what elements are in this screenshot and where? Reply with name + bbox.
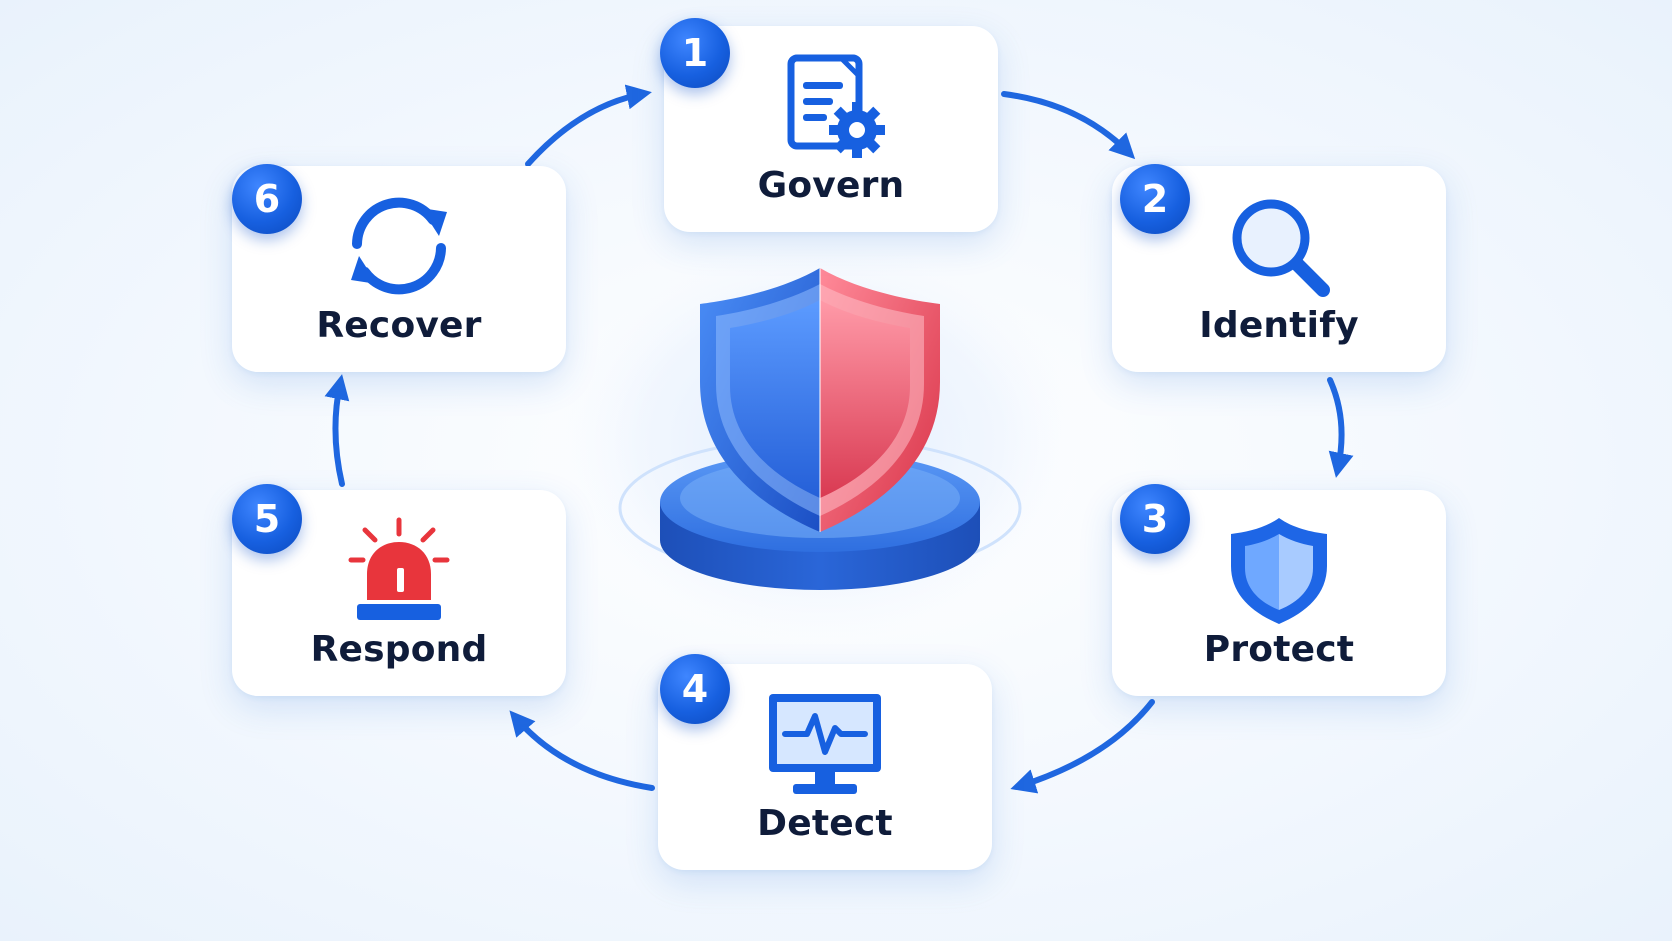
arrow-6-to-1 (525, 84, 652, 167)
arrow-3-to-4 (1010, 699, 1155, 794)
step-number-badge: 1 (660, 18, 730, 88)
step-number-badge: 4 (660, 654, 730, 724)
shield-icon (1231, 518, 1327, 624)
step-number-badge: 2 (1120, 164, 1190, 234)
refresh-cycle-icon (351, 197, 447, 295)
arrow-2-to-3 (1327, 377, 1354, 478)
step-label: Identify (1199, 305, 1359, 346)
step-number-badge: 6 (232, 164, 302, 234)
arrow-4-to-5 (509, 710, 655, 791)
step-number-badge: 3 (1120, 484, 1190, 554)
step-label: Protect (1203, 629, 1355, 670)
monitor-pulse-icon (769, 694, 881, 794)
arrow-5-to-6 (324, 374, 350, 487)
arrow-1-to-2 (1001, 91, 1136, 160)
center-shield-icon (560, 240, 1080, 640)
step-label: Respond (310, 629, 488, 670)
step-number-badge: 5 (232, 484, 302, 554)
magnifier-icon (1232, 199, 1330, 297)
step-label: Detect (757, 803, 893, 844)
alarm-siren-icon (348, 517, 450, 620)
step-label: Recover (316, 305, 482, 346)
step-label: Govern (757, 165, 905, 206)
document-gear-icon (787, 54, 885, 158)
